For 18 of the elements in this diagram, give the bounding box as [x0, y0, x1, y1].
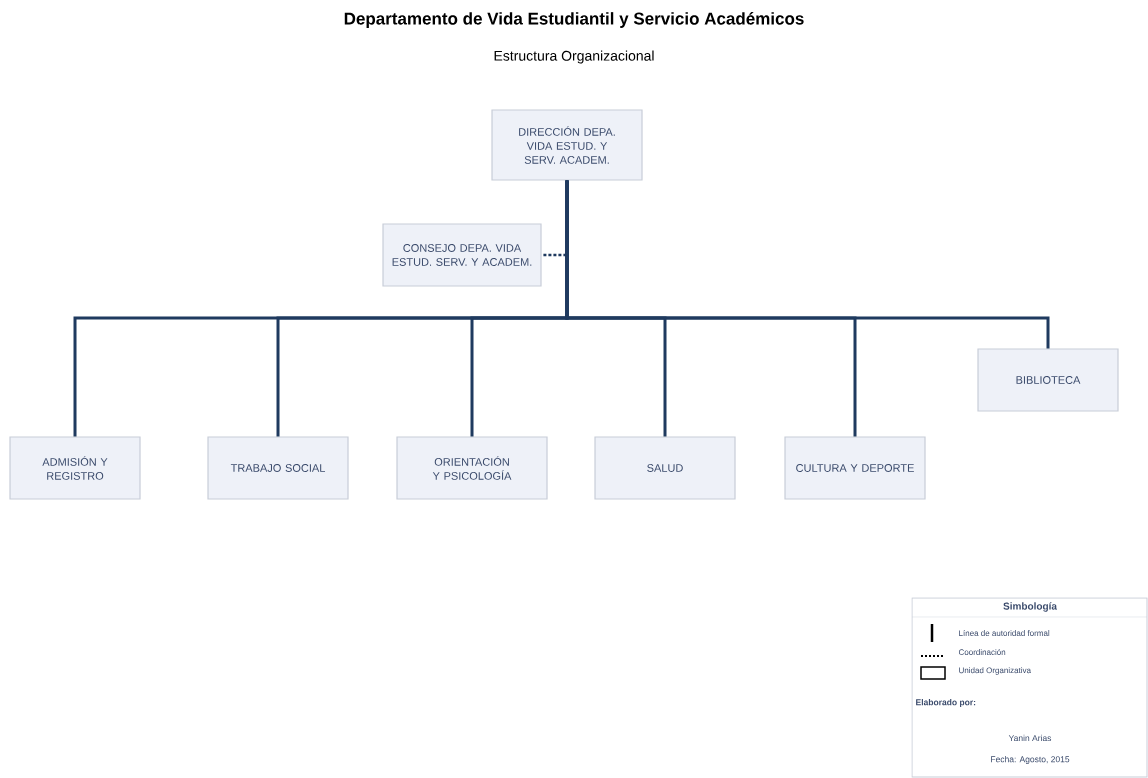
unit-box: CULTURA Y DEPORTE — [784, 436, 926, 500]
subtitle: Estructura Organizacional — [494, 50, 654, 64]
unit-box: ADMISIÓN Y REGISTRO — [9, 436, 141, 500]
unit-box: TRABAJO SOCIAL — [207, 436, 349, 500]
legend-text: Unidad Organizativa — [959, 667, 1031, 675]
note: Fecha: Agosto, 2015 — [991, 756, 1070, 764]
unit-box: SALUD — [594, 436, 736, 500]
title: Departamento de Vida Estudiantil y Servicio Académicos — [344, 12, 804, 28]
legend-text: Línea de autoridad formal — [959, 630, 1050, 636]
legend-text: Coordinación — [958, 649, 1006, 655]
authority-line — [565, 180, 1050, 349]
legend-title: Simbología — [1003, 602, 1058, 612]
note: Yanin Arias — [1008, 734, 1052, 742]
unit-box: ORIENTACIÓN Y PSICOLOGÍA — [396, 436, 548, 500]
unit-box: DIRECCIÓN DEPA. VIDA ESTUD. Y SERV. ACADEM. — [491, 109, 643, 181]
unit-box: CONSEJO DEPA. VIDA ESTUD. SERV. Y ACADEM. — [382, 223, 542, 287]
unit-box: BIBLIOTECA — [977, 348, 1119, 412]
note: Elaborado por: — [916, 699, 976, 707]
